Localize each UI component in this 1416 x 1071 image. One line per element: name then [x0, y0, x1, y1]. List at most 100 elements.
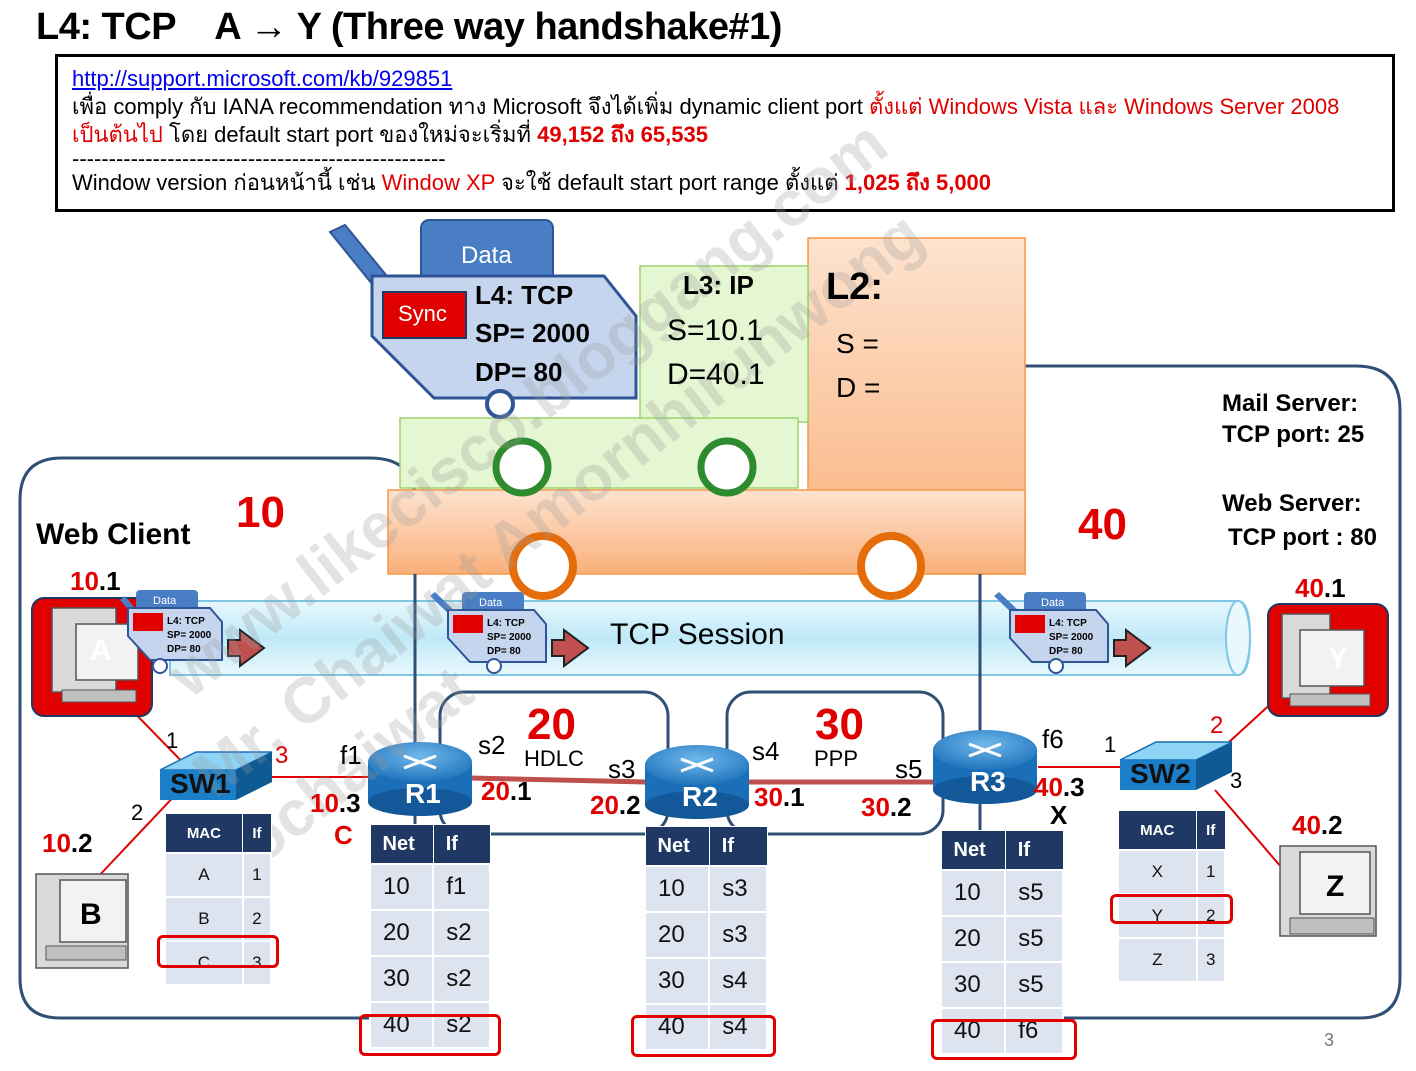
port-f6: f6	[1042, 724, 1064, 754]
sw2-if-cell: 1	[1195, 849, 1227, 895]
web-server-port: TCP port : 80	[1228, 524, 1377, 551]
host-z-icon	[1279, 845, 1377, 937]
sw1-mac-cell: A	[164, 852, 244, 898]
mail-server-port: TCP port: 25	[1222, 421, 1365, 448]
r3-net-cell: 30	[939, 961, 1007, 1009]
l2-title: L2:	[826, 266, 883, 308]
host-z-ip: 40.2	[1292, 810, 1343, 841]
host-z-label: Z	[1326, 870, 1345, 903]
r2-s4-ip-net: 30	[754, 782, 783, 812]
host-a-icon	[31, 597, 153, 717]
r1-net-cell: 10	[368, 863, 435, 911]
r2-net-cell: 40	[643, 1003, 711, 1051]
sw1-port-1: 1	[166, 728, 179, 753]
r1-col-net: Net	[369, 824, 434, 865]
r1-f1-ip-net: 10	[310, 788, 339, 818]
l4-title: L4: TCP	[475, 280, 574, 310]
port-s2: s2	[478, 730, 506, 760]
hdlc-label: HDLC	[524, 746, 584, 771]
note-line1: เพื่อ comply กับ IANA recommendation ทาง…	[72, 93, 1378, 149]
cable-r1-r2	[469, 775, 646, 785]
r3-label: R3	[970, 766, 1006, 797]
r3-mac-label: X	[1050, 800, 1068, 830]
r3-s5-ip-net: 30	[861, 792, 890, 822]
sw1-if-cell: 3	[241, 940, 273, 986]
host-y-ip-net: 40	[1295, 573, 1324, 603]
r2-net-cell: 10	[643, 865, 711, 913]
r2-if-cell: s3	[708, 911, 768, 959]
l4-wheel	[485, 389, 515, 419]
r2-s4-ip-host: .1	[782, 782, 805, 812]
mini2-data: Data	[479, 597, 503, 609]
r1-mac-label: C	[334, 820, 353, 850]
r1-if-cell: s2	[432, 909, 491, 957]
mini1-l4: L4: TCP	[167, 616, 205, 627]
host-a-ip-host: .1	[98, 566, 121, 596]
l2-wheel-left	[509, 532, 577, 600]
r3-if-cell: s5	[1004, 915, 1064, 963]
page-title: L4: TCP A → Y (Three way handshake#1)	[36, 6, 782, 48]
sw1-if-cell: 1	[241, 852, 273, 898]
sw2-port-2: 2	[1210, 712, 1224, 739]
cable-b-sw1	[94, 789, 181, 881]
l3-wheel-left	[492, 437, 552, 497]
r3-s5-ip: 30.2	[861, 792, 912, 823]
r3-if-cell: f6	[1004, 1007, 1064, 1055]
r2-if-cell: s4	[708, 1003, 768, 1051]
sw2-col-mac: MAC	[1117, 810, 1198, 851]
sw2-mac-cell: Y	[1117, 893, 1198, 939]
r2-col-if: If	[708, 826, 768, 867]
l2-destination: D =	[836, 372, 881, 403]
cable-sw2-y	[1227, 699, 1276, 744]
r3-f6-ip-net: 40	[1034, 772, 1063, 802]
r2-net-cell: 30	[643, 957, 711, 1005]
r3-net-cell: 10	[939, 869, 1007, 917]
mini1-dp: DP= 80	[167, 644, 201, 655]
note-line1-text: เพื่อ comply กับ IANA recommendation ทาง…	[72, 94, 869, 119]
r3-if-cell: s5	[1004, 869, 1064, 917]
l4-sp: SP= 2000	[475, 318, 590, 348]
sw2-if-cell: 3	[1195, 937, 1227, 983]
r1-f1-ip: 10.3	[310, 788, 361, 819]
note-line2-text: Window version ก่อนหน้านี้ เช่น	[72, 170, 382, 195]
r3-highlight	[931, 1019, 1077, 1060]
r2-s3-ip: 20.2	[590, 790, 641, 821]
host-a-ip-net: 10	[70, 566, 99, 596]
l3-wheel-right	[697, 437, 757, 497]
host-a-label: A	[90, 634, 112, 667]
r2-label: R2	[682, 781, 718, 812]
r1-highlight	[359, 1014, 501, 1056]
note-line1-text2: โดย default start port ของใหม่จะเริ่มที่	[162, 122, 538, 147]
r1-if-cell: f1	[432, 863, 491, 911]
sw1-if-cell: 2	[241, 896, 273, 942]
sw2-mac-cell: Z	[1117, 937, 1198, 983]
r3-col-net: Net	[940, 830, 1006, 871]
slide-number: 3	[1324, 1030, 1335, 1050]
note-separator: ----------------------------------------…	[72, 146, 446, 171]
mini3-data: Data	[1041, 597, 1065, 609]
r1-net-cell: 30	[368, 955, 435, 1003]
sw1-mac-cell: B	[164, 896, 244, 942]
r2-s3-ip-host: .2	[618, 790, 641, 820]
mini2-sp: SP= 2000	[487, 632, 532, 643]
kb-link[interactable]: http://support.microsoft.com/kb/929851	[72, 66, 453, 91]
arrow-1	[227, 628, 266, 668]
host-b-icon	[35, 873, 129, 969]
r2-if-cell: s4	[708, 957, 768, 1005]
sw2-col-if: If	[1196, 810, 1226, 851]
r3-f6-ip: 40.3	[1034, 772, 1085, 803]
host-b-label: B	[80, 898, 102, 931]
sw2-mac-cell: X	[1117, 849, 1198, 895]
note-box: http://support.microsoft.com/kb/929851 เ…	[55, 54, 1395, 212]
router-r3-icon	[933, 730, 1037, 804]
port-s5: s5	[895, 754, 923, 784]
note-line1-highlight: ตั้งแต่ Windows Vista และ Windows Server…	[72, 94, 1340, 147]
sw1-mac-cell: C	[164, 940, 244, 986]
